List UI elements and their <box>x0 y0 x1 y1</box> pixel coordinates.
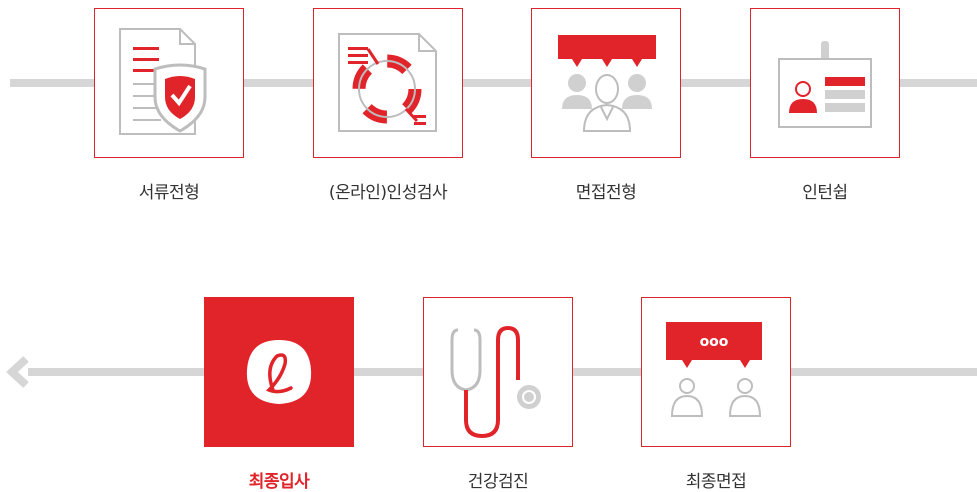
id-badge-icon <box>778 41 872 128</box>
step-interview <box>531 8 681 158</box>
process-track-row1 <box>10 79 977 87</box>
interview-group-icon <box>558 35 656 132</box>
arrow-left-icon <box>6 356 29 388</box>
step-label: 인턴쉽 <box>802 183 848 203</box>
step-health-check <box>423 297 573 447</box>
step-document-screening <box>94 8 244 158</box>
step-label: 최종면접 <box>685 472 747 492</box>
step-label: 건강검진 <box>467 472 529 492</box>
step-label-active: 최종입사 <box>248 472 310 492</box>
step-final-hire <box>204 297 354 447</box>
lifebuoy-document-icon <box>338 33 437 132</box>
step-personality-test <box>313 8 463 158</box>
stethoscope-icon <box>450 325 541 439</box>
final-interview-icon: ooo <box>666 322 762 417</box>
step-label: 면접전형 <box>575 183 637 203</box>
step-internship <box>750 8 900 158</box>
step-final-interview: ooo <box>641 297 791 447</box>
speech-bubble-text: ooo <box>700 334 729 350</box>
step-label: 서류전형 <box>138 183 200 203</box>
lotte-logo-icon <box>246 340 312 404</box>
step-label: (온라인)인성검사 <box>328 183 448 203</box>
document-shield-icon <box>119 28 207 135</box>
